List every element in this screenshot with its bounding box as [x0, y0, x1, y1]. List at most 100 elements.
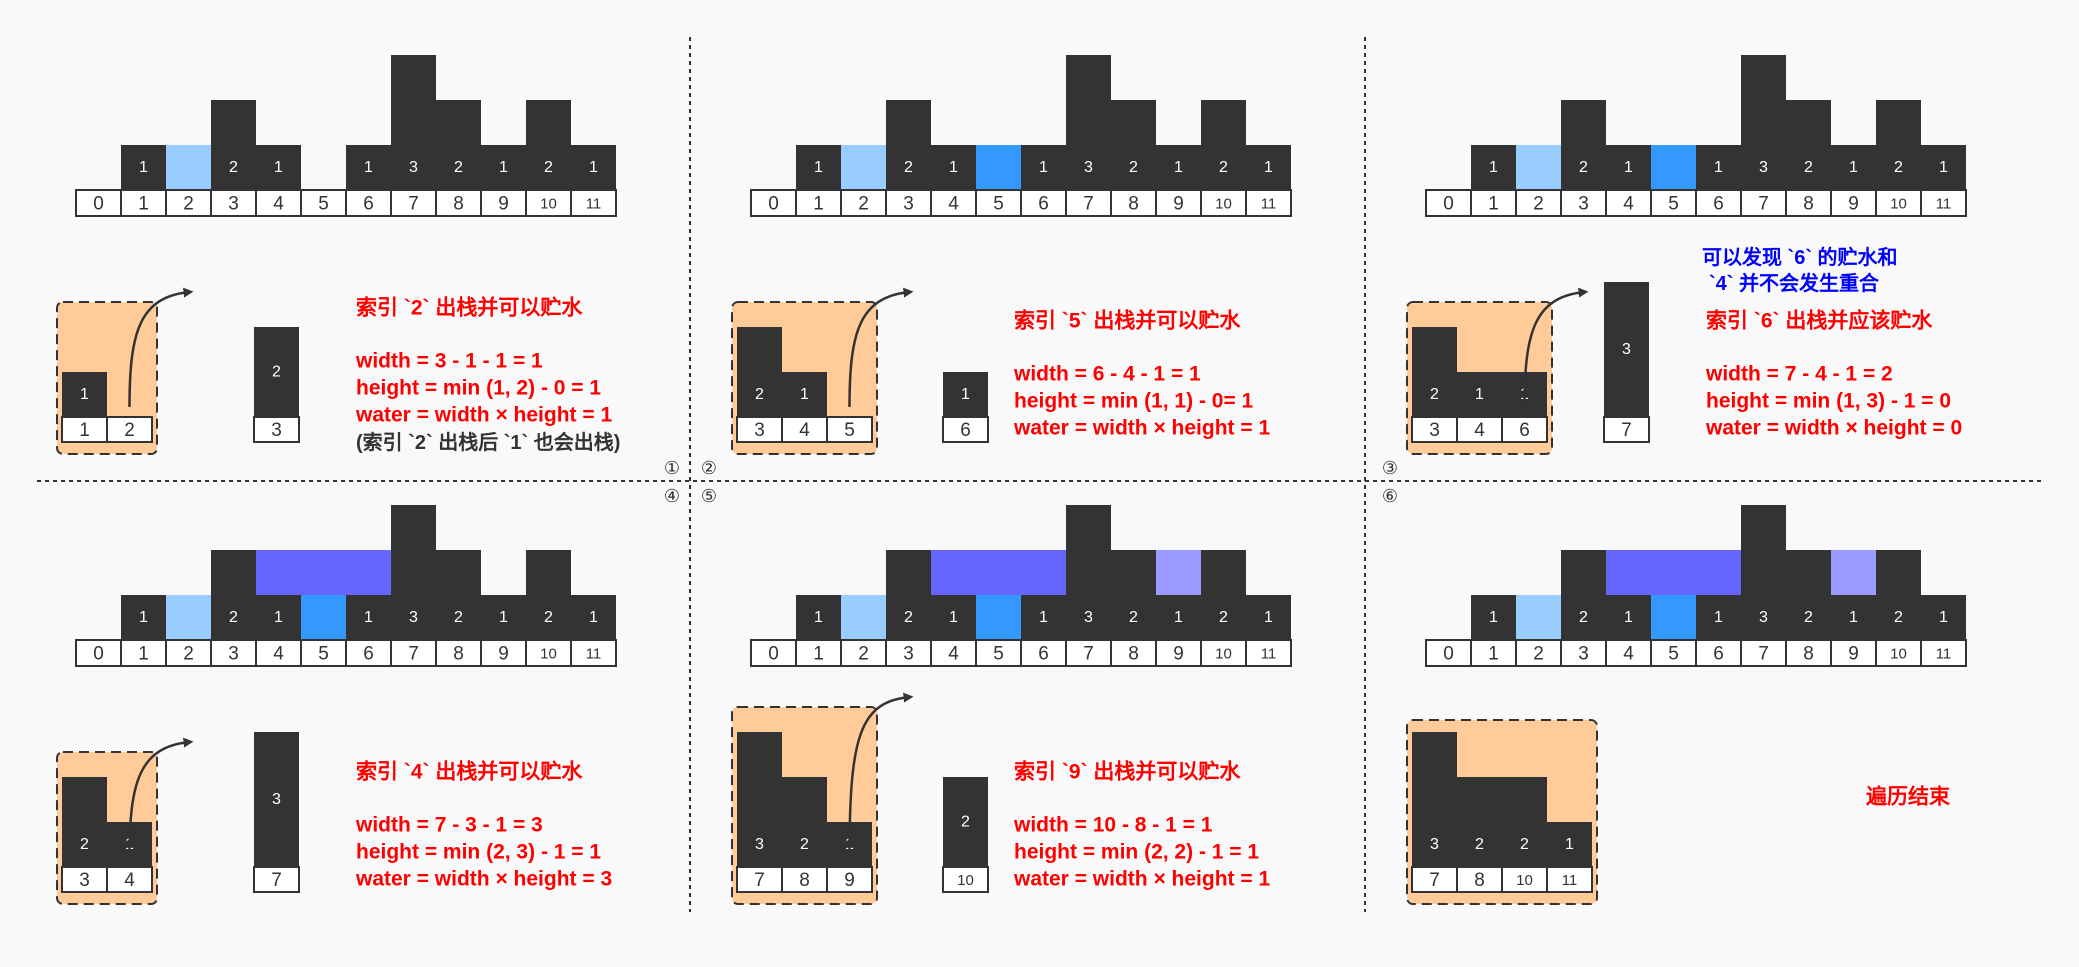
stack-index-cell — [781, 866, 828, 893]
step-marker: ② — [701, 458, 717, 478]
elevation-bar — [256, 595, 301, 640]
stack-bar — [737, 327, 782, 417]
popped-bar-label: 3 — [1622, 341, 1631, 358]
elevation-bar — [526, 550, 571, 640]
elevation-bar — [1156, 595, 1201, 640]
elevation-bar — [1066, 505, 1111, 640]
stack-bar-label: 1 — [800, 386, 809, 403]
stack-index-label: 3 — [754, 420, 765, 441]
elevation-bar — [1021, 595, 1066, 640]
water-formula: water = width × height = 0 — [1705, 417, 1962, 440]
stack-index-label: 4 — [124, 870, 135, 891]
elevation-bar — [391, 505, 436, 640]
bar-height-label: 2 — [1219, 159, 1228, 176]
stack-bar-label: 3 — [1430, 836, 1439, 853]
index-label: 11 — [586, 646, 602, 663]
elevation-bar — [1606, 145, 1651, 190]
bar-height-label: 2 — [904, 609, 913, 626]
water-block — [1516, 145, 1561, 190]
elevation-bar — [256, 145, 301, 190]
bar-height-label: 1 — [949, 609, 958, 626]
index-label: 5 — [993, 644, 1004, 665]
bar-height-label: 3 — [1084, 159, 1093, 176]
water-block — [166, 595, 211, 640]
index-cell — [1920, 189, 1967, 217]
water-block — [301, 595, 346, 640]
water-formula: water = width × height = 1 — [1013, 417, 1270, 440]
stack-bar-label: 1 — [1475, 386, 1484, 403]
bar-height-label: 1 — [949, 159, 958, 176]
stack-bar-label: 2 — [80, 836, 89, 853]
stack-index-label: 8 — [799, 870, 810, 891]
index-label: 11 — [1936, 196, 1952, 213]
popped-index-cell — [942, 866, 989, 893]
step-marker: ⑥ — [1382, 486, 1398, 506]
stack-index-cell — [61, 416, 108, 443]
index-label: 0 — [768, 194, 779, 215]
bar-height-label: 2 — [1129, 159, 1138, 176]
height-formula: height = min (1, 3) - 1 = 0 — [1706, 390, 1951, 413]
elevation-bar — [346, 145, 391, 190]
index-label: 8 — [453, 194, 464, 215]
pop-arrow — [848, 287, 914, 408]
index-label: 8 — [1128, 644, 1139, 665]
bar-height-label: 2 — [454, 609, 463, 626]
water-block — [976, 595, 1021, 640]
water-block — [841, 145, 886, 190]
index-cell — [255, 639, 302, 667]
index-cell — [435, 189, 482, 217]
bar-height-label: 2 — [1129, 609, 1138, 626]
index-label: 9 — [498, 644, 509, 665]
bar-height-label: 1 — [364, 159, 373, 176]
elevation-bar — [796, 595, 841, 640]
index-label: 5 — [1668, 194, 1679, 215]
elevation-bar — [571, 595, 616, 640]
popped-index-label: 10 — [957, 872, 974, 889]
stack-index-label: 10 — [1516, 872, 1533, 889]
index-cell — [255, 189, 302, 217]
elevation-bar — [1696, 145, 1741, 190]
elevation-bar — [931, 595, 976, 640]
bar-height-label: 2 — [229, 159, 238, 176]
elevation-bar — [1201, 550, 1246, 640]
stack-bar-label: 3 — [755, 836, 764, 853]
popped-index-label: 7 — [1621, 420, 1632, 441]
elevation-bar — [1561, 550, 1606, 640]
bar-height-label: 1 — [1174, 609, 1183, 626]
index-label: 0 — [93, 644, 104, 665]
index-label: 6 — [363, 644, 374, 665]
index-label: 4 — [948, 644, 959, 665]
index-label: 3 — [228, 194, 239, 215]
index-cell — [1605, 189, 1652, 217]
popped-bar — [943, 777, 988, 867]
popped-index-label: 3 — [271, 420, 282, 441]
water-formula: water = width × height = 1 — [355, 404, 612, 427]
elevation-bar — [1606, 595, 1651, 640]
stack-index-cell — [106, 416, 153, 443]
index-cell — [165, 189, 212, 217]
elevation-bar — [1876, 100, 1921, 190]
index-label: 6 — [363, 194, 374, 215]
index-label: 11 — [1261, 196, 1277, 213]
popped-bar-label: 1 — [961, 386, 970, 403]
stack-index-cell — [106, 866, 153, 893]
height-formula: height = min (1, 1) - 0= 1 — [1014, 390, 1254, 413]
stack-bar — [1457, 372, 1502, 417]
elevation-bar — [346, 595, 391, 640]
index-label: 3 — [1578, 644, 1589, 665]
bar-height-label: 1 — [1714, 159, 1723, 176]
width-formula: width = 10 - 8 - 1 = 1 — [1013, 814, 1213, 837]
index-cell — [570, 189, 617, 217]
grid-dividers — [37, 37, 2042, 912]
stack-index-cell — [1456, 866, 1503, 893]
bar-height-label: 1 — [1489, 609, 1498, 626]
stack-index-label: 7 — [754, 870, 765, 891]
elevation-bar — [1246, 145, 1291, 190]
stack-index-label: 9 — [844, 870, 855, 891]
bar-height-label: 2 — [1579, 159, 1588, 176]
width-formula: width = 3 - 1 - 1 = 1 — [355, 350, 543, 373]
elevation-bar — [1471, 595, 1516, 640]
